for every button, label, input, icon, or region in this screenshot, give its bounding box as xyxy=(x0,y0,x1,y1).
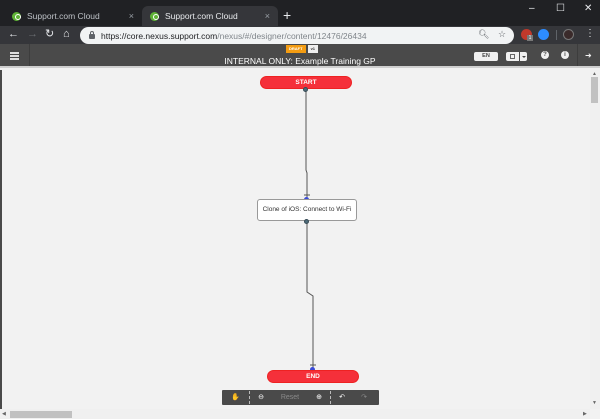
zoom-in-icon[interactable]: ⊕ xyxy=(316,394,322,401)
scroll-right-icon[interactable]: ▶ xyxy=(583,411,587,417)
tab-strip: Support.com Cloud × Support.com Cloud × … xyxy=(0,0,600,26)
language-button[interactable]: EN xyxy=(474,52,498,61)
minimize-button[interactable]: – xyxy=(529,3,535,14)
address-bar[interactable]: https://core.nexus.support.com /nexus/#/… xyxy=(80,27,514,44)
version-badge: v1 xyxy=(307,45,319,53)
back-button[interactable]: ← xyxy=(8,28,19,40)
save-button[interactable] xyxy=(506,52,519,61)
header-divider xyxy=(577,44,578,66)
home-button[interactable]: ⌂ xyxy=(63,28,70,40)
app-header: DRAFT v1 INTERNAL ONLY: Example Training… xyxy=(0,44,600,68)
zoom-extension-icon[interactable] xyxy=(538,29,549,40)
scroll-down-icon[interactable]: ▼ xyxy=(592,400,597,406)
close-window-button[interactable]: ✕ xyxy=(584,3,593,14)
save-dropdown-button[interactable] xyxy=(520,52,527,61)
flow-node-step[interactable]: Clone of iOS: Connect to Wi-Fi xyxy=(257,199,357,221)
flow-edges xyxy=(304,90,316,368)
zoom-indicator-icon[interactable]: 🔍︎ xyxy=(478,29,490,39)
menu-line-icon xyxy=(10,55,19,57)
redo-icon[interactable]: ↷ xyxy=(361,394,367,401)
tab-title: Support.com Cloud xyxy=(27,11,100,21)
separator xyxy=(249,391,250,404)
url-path: /nexus/#/designer/content/12476/26434 xyxy=(217,30,367,41)
flow-canvas[interactable]: START Clone of iOS: Connect to Wi-Fi END xyxy=(0,70,590,409)
undo-icon[interactable]: ↶ xyxy=(339,394,345,401)
maximize-button[interactable]: ☐ xyxy=(556,3,565,14)
ublock-icon[interactable] xyxy=(521,29,532,40)
edge-step-to-end[interactable] xyxy=(306,222,314,368)
tab-title: Support.com Cloud xyxy=(165,11,238,21)
flow-node-end[interactable]: END xyxy=(267,370,359,383)
menu-line-icon xyxy=(10,58,19,60)
pan-hand-icon[interactable]: ✋ xyxy=(231,394,240,401)
support-favicon-icon xyxy=(150,11,159,21)
tab-inactive[interactable]: Support.com Cloud × xyxy=(4,6,142,26)
help-icon[interactable]: ? xyxy=(541,51,549,59)
in-port[interactable] xyxy=(310,367,315,372)
out-port[interactable] xyxy=(304,219,309,224)
new-tab-button[interactable]: + xyxy=(283,7,292,23)
separator xyxy=(330,391,331,404)
info-icon[interactable]: i xyxy=(561,51,569,59)
reset-zoom-button[interactable]: Reset xyxy=(280,394,300,401)
reload-button[interactable]: ↻ xyxy=(45,28,55,40)
browser-menu-icon[interactable]: ⋮ xyxy=(585,28,595,39)
zoom-out-icon[interactable]: ⊖ xyxy=(258,394,264,401)
lock-icon xyxy=(89,31,95,39)
draft-badge: DRAFT xyxy=(286,45,306,53)
status-badges: DRAFT v1 xyxy=(286,45,319,53)
scroll-up-icon[interactable]: ▲ xyxy=(592,71,597,77)
horizontal-scrollbar[interactable]: ◀ ▶ xyxy=(0,409,590,419)
tab-close-icon[interactable]: × xyxy=(264,11,270,21)
zoom-controls: ✋ ⊖ Reset ⊕ ↶ ↷ xyxy=(222,390,379,405)
bookmark-star-icon[interactable]: ☆ xyxy=(498,29,507,39)
forward-button[interactable]: → xyxy=(27,28,38,40)
edge-start-to-step[interactable] xyxy=(305,90,308,199)
menu-line-icon xyxy=(10,52,19,54)
horizontal-scroll-thumb[interactable] xyxy=(10,411,72,418)
tab-close-icon[interactable]: × xyxy=(128,11,134,21)
scroll-left-icon[interactable]: ◀ xyxy=(2,411,6,417)
vertical-scrollbar[interactable]: ▲ ▼ xyxy=(590,70,600,409)
hamburger-menu-button[interactable] xyxy=(0,44,30,66)
tab-active[interactable]: Support.com Cloud × xyxy=(142,6,278,26)
toolbar-divider xyxy=(556,30,557,40)
profile-avatar[interactable] xyxy=(563,29,574,40)
extension-badge: 1 xyxy=(527,35,533,41)
out-port[interactable] xyxy=(303,87,308,92)
page-title: INTERNAL ONLY: Example Training GP xyxy=(224,56,376,66)
vertical-scroll-thumb[interactable] xyxy=(591,77,598,103)
browser-toolbar: ← → ↻ ⌂ https://core.nexus.support.com /… xyxy=(0,26,600,44)
exit-icon[interactable]: ➜ xyxy=(585,51,592,60)
support-favicon-icon xyxy=(12,11,21,21)
url-host: https://core.nexus.support.com xyxy=(101,30,218,41)
